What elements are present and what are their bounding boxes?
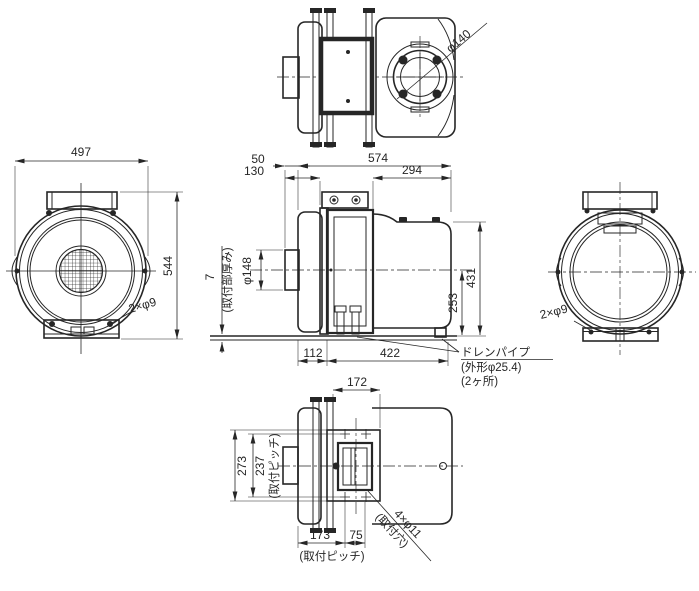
casing-frame-side	[325, 208, 375, 335]
pitch-273-label: 273	[235, 456, 249, 476]
drain-qty: (2ヶ所)	[461, 375, 498, 388]
dim-431: 431	[453, 221, 486, 337]
casing-bolt	[110, 210, 116, 216]
plate-thickness-note: (取付部厚み)	[220, 247, 234, 312]
offset-50-label: 50	[251, 152, 265, 166]
pitch-note-bottom: (取付ピッチ)	[299, 550, 364, 563]
width-label: 497	[71, 145, 91, 159]
base-bolt	[588, 329, 594, 335]
base-rear	[582, 327, 659, 342]
base-front	[43, 319, 120, 339]
height-label: 544	[161, 256, 175, 276]
dim-544: 544	[120, 191, 183, 340]
dim-172: 172	[332, 375, 381, 428]
callout-mount-holes: 4×φ11 (取付穴)	[367, 490, 432, 562]
offset-130-label: 130	[244, 164, 264, 178]
depth-574-label: 574	[368, 151, 388, 165]
scroll-casing-side	[372, 213, 452, 338]
casing-bolt	[14, 268, 20, 274]
callout-rear-base-holes: 2×φ9	[538, 301, 591, 331]
motor-shaft-boss-bottom	[282, 446, 299, 485]
side-view: 50 574 130 294 φ148 7 (取付部厚み)	[203, 151, 553, 388]
motor-block-bottom	[332, 441, 374, 492]
callout-drain-pipe: ドレンパイプ (外形φ25.4) (2ヶ所)	[356, 336, 553, 388]
casing-foot	[434, 327, 447, 338]
front-base-holes-label: 2×φ9	[127, 295, 158, 316]
top-view: φ140	[277, 8, 488, 148]
dim-497: 497	[14, 145, 149, 256]
scroll-casing-top	[375, 17, 456, 138]
casing-bolt	[555, 269, 561, 275]
dim-273: 273	[230, 429, 328, 502]
drain-title: ドレンパイプ	[461, 346, 530, 359]
terminal-box-side	[321, 191, 369, 209]
casing-bolt	[679, 269, 685, 275]
outlet-flange-plate-top	[363, 8, 375, 148]
fan-casing-top	[318, 36, 375, 116]
mounting-hole-marks	[340, 429, 371, 502]
front-view: 497 544 2×φ9	[6, 145, 183, 354]
base-bolt	[646, 329, 652, 335]
pitch-note-left: (取付ピッチ)	[268, 433, 281, 498]
flange-bolt-hole	[398, 55, 408, 65]
rear-base-holes-label: 2×φ9	[538, 301, 569, 321]
depth-294-label: 294	[402, 163, 422, 177]
dim-422: 422	[327, 342, 449, 366]
pitch-237-label: 237	[253, 456, 267, 476]
dim-75: 75	[345, 502, 366, 548]
motor-shaft-boss-top	[282, 56, 300, 99]
pitch-173-label: 173	[310, 528, 330, 542]
dim-112: 112	[297, 340, 328, 366]
dim-574: 574	[298, 151, 452, 212]
motor-housing-bottom	[297, 407, 322, 525]
casing-bolt	[46, 210, 52, 216]
dim-294: 294	[372, 163, 451, 210]
drain-od: (外形φ25.4)	[461, 361, 522, 374]
pitch-75-label: 75	[349, 528, 363, 542]
flange-bolt-hole	[432, 89, 442, 99]
rear-view: 2×φ9	[538, 182, 696, 355]
bottom-view: 172 273 237 (取付ピッチ) 173 75 (取付ピッチ)	[230, 375, 463, 563]
motor-housing-side	[297, 211, 323, 333]
casing-bolt	[142, 268, 148, 274]
casing-rear	[555, 208, 685, 335]
dim-130: 130	[244, 164, 321, 205]
dim-237: 237 (取付ピッチ)	[248, 433, 340, 499]
inlet-grille	[55, 245, 107, 297]
dim-253: 253	[446, 271, 465, 335]
terminal-box-front	[46, 191, 118, 210]
flange-bolt-hole	[432, 55, 442, 65]
height-253-label: 253	[446, 293, 460, 313]
dim-inlet-dia: φ148	[240, 249, 283, 291]
inlet-dia-label: φ148	[240, 257, 254, 285]
scroll-casing-bottom	[372, 407, 453, 525]
discharge-flange-top	[386, 41, 454, 113]
dim-plate-thickness: 7 (取付部厚み)	[203, 246, 234, 353]
base-bolt	[49, 321, 55, 327]
mounting-plate-bottom	[326, 429, 381, 502]
flange-dia-label: φ140	[443, 26, 474, 55]
terminal-box-rear	[582, 191, 658, 210]
dim-flange-dia: φ140	[396, 22, 488, 100]
mounting-flange-bottom	[310, 397, 336, 533]
motor-housing-top	[297, 21, 323, 134]
inlet-duct-side	[284, 249, 300, 291]
height-431-label: 431	[464, 268, 478, 288]
width-172-label: 172	[347, 375, 367, 389]
dim-173: 173	[297, 502, 346, 548]
drain-pipes	[334, 305, 362, 335]
base-bolt	[107, 321, 113, 327]
base-422-label: 422	[380, 346, 400, 360]
plate-thickness-label: 7	[203, 273, 217, 280]
base-112-label: 112	[303, 346, 322, 360]
volute-curves	[437, 18, 455, 137]
